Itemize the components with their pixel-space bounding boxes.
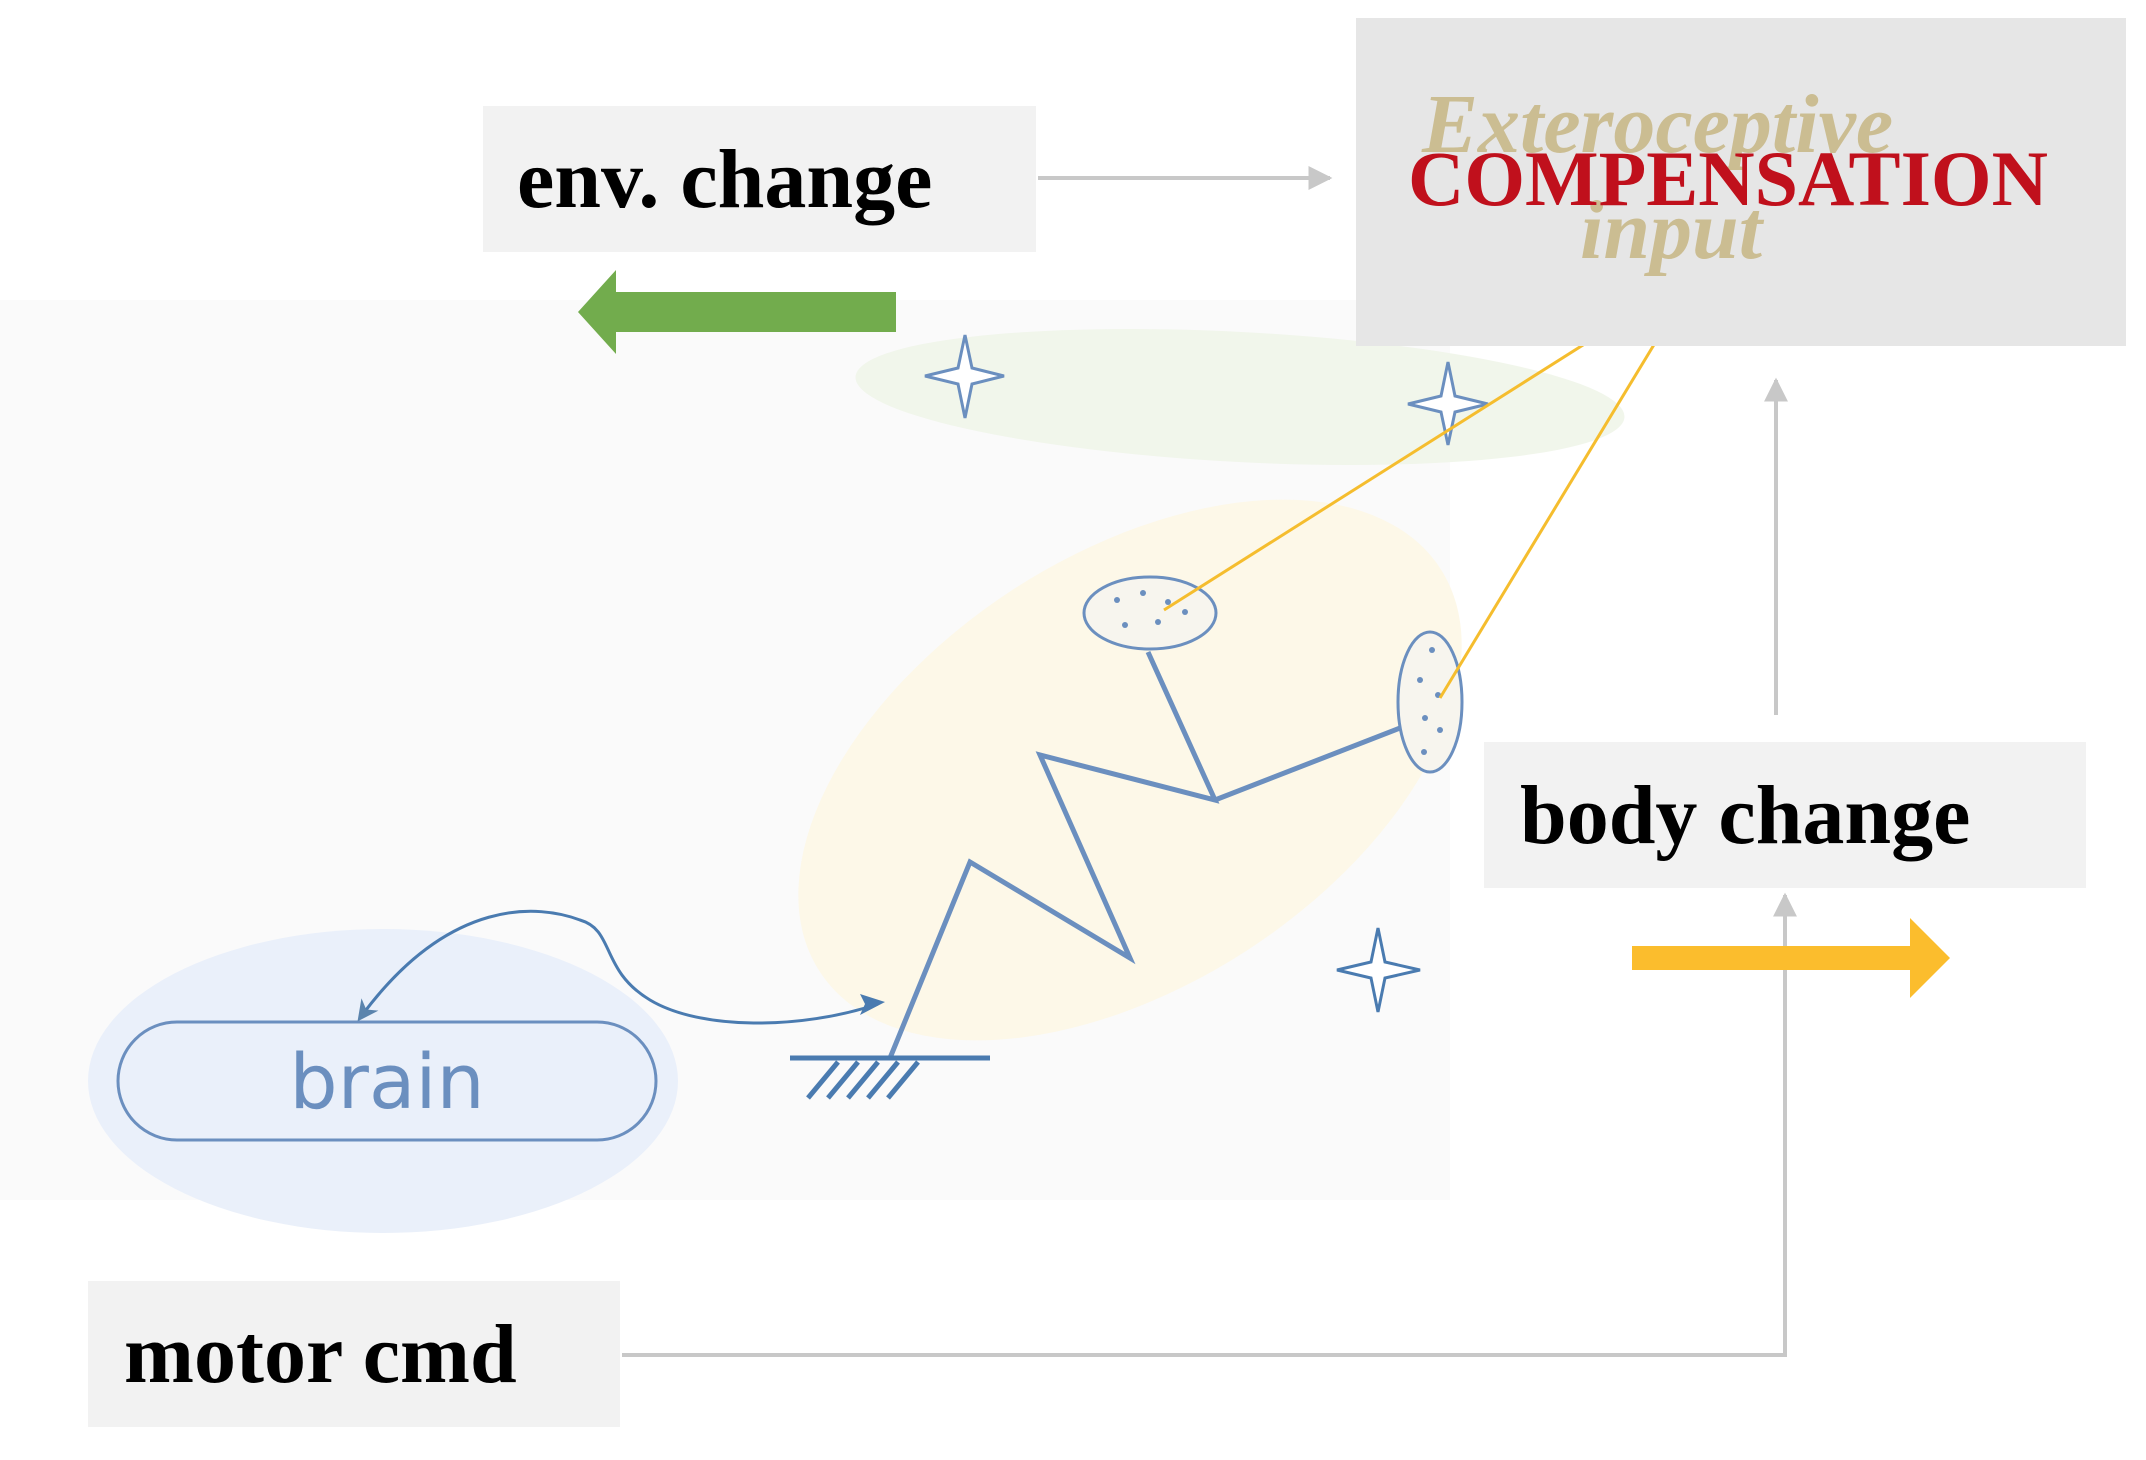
left-arrow-icon (578, 270, 896, 354)
env-change-label: env. change (483, 106, 1036, 252)
four-point-star-icon (1407, 361, 1489, 446)
brain-ellipse (88, 929, 678, 1233)
motor-cmd-label: motor cmd (88, 1281, 620, 1427)
brain-pill[interactable] (116, 1020, 658, 1142)
four-point-star-icon (924, 334, 1005, 419)
environment-ellipse (855, 329, 1625, 465)
compensation-box (1356, 18, 2126, 346)
right-arrow-icon (1632, 918, 1950, 998)
robot-arm (887, 650, 1220, 1059)
body-change-label: body change (1484, 742, 2086, 888)
sensor-top (1082, 575, 1218, 651)
sensor-line-side (1438, 309, 1677, 699)
sensor-side (1396, 630, 1464, 774)
robot-arm-forearm (1214, 725, 1401, 803)
motor-to-body-connector (622, 892, 1797, 1357)
ground-hatch-icon (790, 1055, 990, 1100)
compensation-title: COMPENSATION (1408, 135, 2048, 222)
body-ellipse (798, 499, 1462, 1041)
brain-to-body-curve (357, 909, 879, 1025)
exteroceptive-text: Exteroceptive (1422, 78, 1894, 171)
body-arrowhead (860, 994, 885, 1015)
four-point-star-icon (1336, 927, 1421, 1013)
input-text: input (1580, 184, 1763, 277)
brain-label: brain (289, 1036, 485, 1126)
